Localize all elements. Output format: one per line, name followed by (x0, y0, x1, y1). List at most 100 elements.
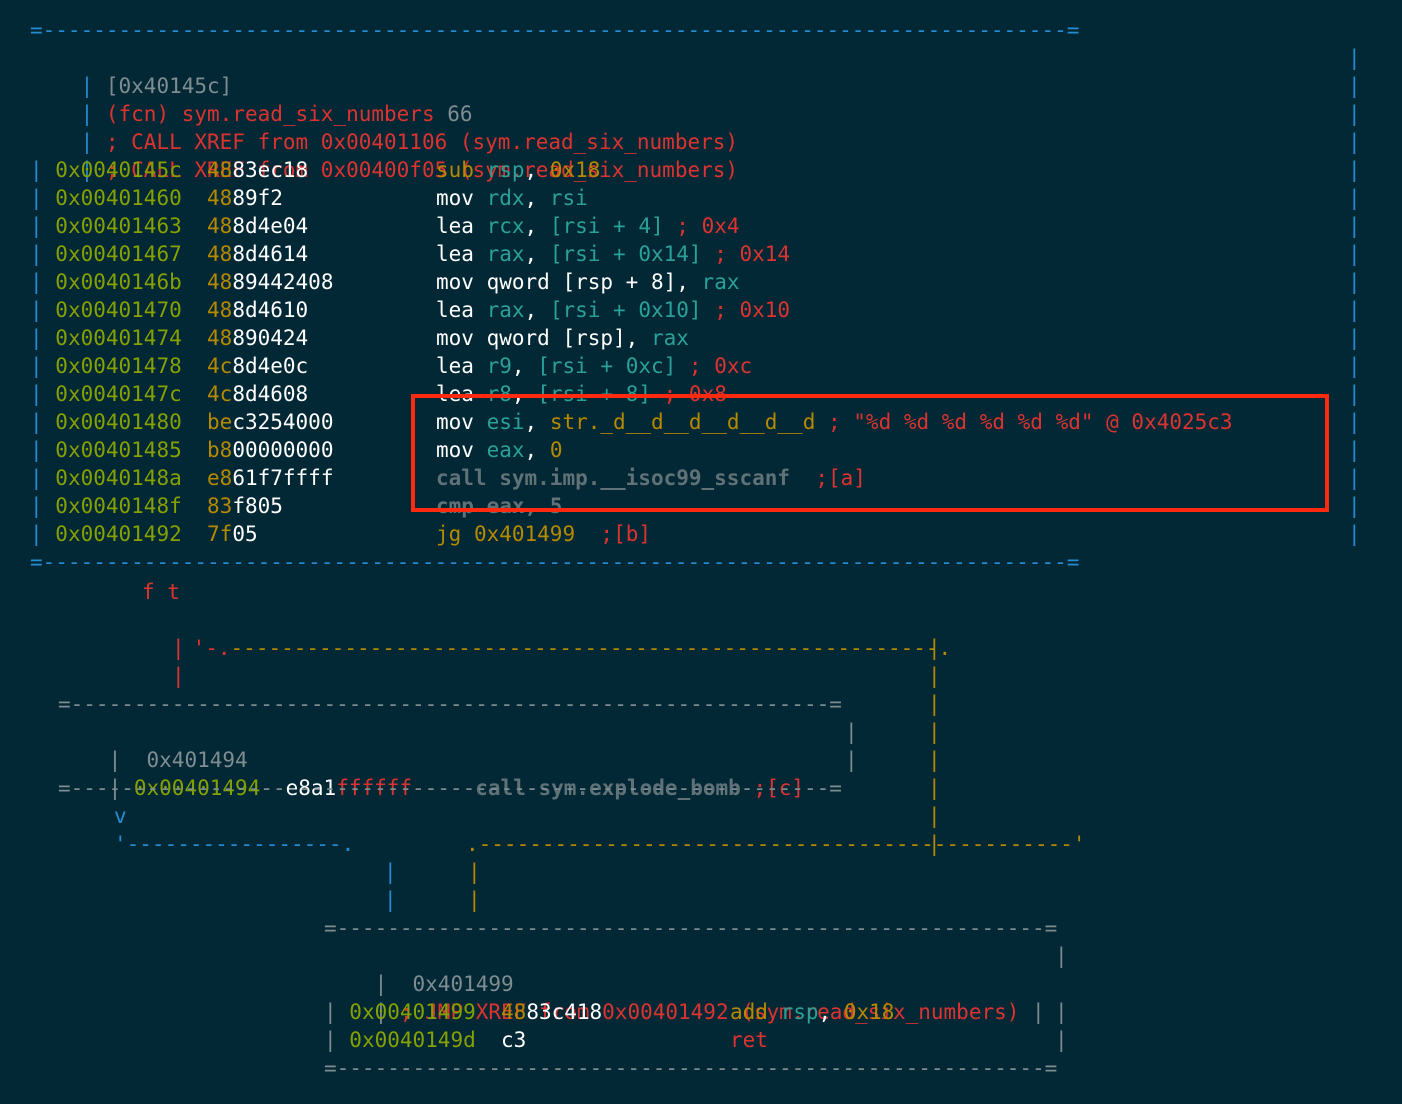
jump-hint[interactable]: ;[c] (753, 776, 805, 800)
block-right-border: | (1348, 158, 1361, 182)
instruction-address[interactable]: 0x00401485 (55, 438, 182, 462)
instruction-address[interactable]: 0x00401492 (55, 522, 182, 546)
comment[interactable]: ;[a] (815, 466, 866, 490)
mid-block-right-border: | (845, 720, 858, 744)
opcode-bytes: 4c (207, 382, 233, 406)
block-right-border: | (1348, 382, 1361, 406)
opcode-bytes: 48 (207, 326, 233, 350)
operand: rcx (486, 214, 525, 238)
block-right-border: | (1348, 298, 1361, 322)
instruction-address[interactable]: 0x0040149d (349, 1028, 476, 1052)
operand: rdx (486, 186, 525, 210)
block-address[interactable]: 0x401494 (146, 748, 248, 772)
operand: eax (486, 494, 525, 518)
block-right-border: | (1348, 466, 1361, 490)
operand: 0 (549, 438, 563, 462)
fcn-label-row: | (fcn) sym.read_six_numbers 66 (80, 102, 473, 126)
block-right-border: | (1055, 1028, 1068, 1052)
instruction-address[interactable]: 0x0040145c (55, 158, 182, 182)
operand: [rsi + 0x10] (549, 298, 702, 322)
operand: [rsi + 0xc] (537, 354, 677, 378)
block-left-border: | (30, 326, 56, 350)
operand-separator: , (511, 382, 538, 406)
disassembly-text: jg 0x401499 ;[b] (436, 520, 651, 548)
instruction-address[interactable]: 0x00401480 (55, 410, 182, 434)
operand[interactable]: 0x401499 (473, 522, 576, 546)
xref-comment[interactable]: ; CALL XREF from 0x00401106 (sym.read_si… (105, 130, 739, 154)
block-address[interactable]: [0x40145c] (105, 74, 233, 98)
instruction-address[interactable]: 0x00401467 (55, 242, 182, 266)
operand-separator: , (524, 186, 550, 210)
instruction-address[interactable]: 0x0040147c (55, 382, 182, 406)
opcode-bytes: 83 (207, 494, 233, 518)
block-address[interactable]: 0x401499 (412, 972, 514, 996)
disassembly-text: ret (730, 1026, 768, 1054)
xref-comment[interactable]: ; CALL XREF from 0x00400f05 (sym.read_si… (105, 158, 739, 182)
disassembly-text: lea r9, [rsi + 0xc] ; 0xc (436, 352, 752, 380)
operand-separator: , (524, 158, 550, 182)
disassembly-text: mov qword [rsp], rax (436, 324, 689, 352)
instruction-address[interactable]: 0x00401474 (55, 326, 182, 350)
instruction-address[interactable]: 0x00401460 (55, 186, 182, 210)
disassembly-text: mov qword [rsp + 8], rax (436, 268, 739, 296)
block-right-border: | (1348, 214, 1361, 238)
instruction-address[interactable]: 0x00401494 (133, 776, 261, 800)
comment[interactable]: ;[b] (600, 522, 651, 546)
comment: ; 0x4 (676, 214, 740, 238)
operand: 0x18 (843, 1000, 895, 1024)
operand[interactable]: str._d__d__d__d__d__d (549, 410, 816, 434)
bottom-block-header: | 0x401499 (374, 972, 514, 996)
instruction-address[interactable]: 0x00401463 (55, 214, 182, 238)
operand-separator: , (676, 270, 702, 294)
operand: eax (486, 438, 525, 462)
operand[interactable]: sym.imp.__isoc99_sscanf (499, 466, 791, 490)
block-left-border: | (30, 354, 56, 378)
operand-separator: , (524, 298, 550, 322)
block-left-border: | (30, 158, 56, 182)
block-right-border: | (1348, 494, 1361, 518)
call-target[interactable]: sym.explode_bomb (538, 776, 741, 800)
instruction-address[interactable]: 0x00401470 (55, 298, 182, 322)
mnemonic: add (730, 1000, 768, 1024)
block-right-border: | (1348, 522, 1361, 546)
block-left-border: | (30, 298, 56, 322)
operand-separator: , (524, 410, 550, 434)
true-edge-top: '-.-------------------------------------… (192, 636, 952, 660)
instruction-address[interactable]: 0x0040148a (55, 466, 182, 490)
disassembly-text: add rsp, 0x18 (730, 998, 894, 1026)
opcode-bytes: 48 (207, 242, 233, 266)
block-left-border: | (30, 438, 56, 462)
instruction-address[interactable]: 0x0040146b (55, 270, 182, 294)
block-right-border: | (1348, 438, 1361, 462)
disassembly-text: sub rsp, 0x18 (436, 156, 600, 184)
opcode-bytes: 83c418 (526, 1000, 603, 1024)
opcode-bytes: 61f7ffff (232, 466, 334, 490)
operand-separator: , (524, 438, 550, 462)
instruction-address[interactable]: 0x0040148f (55, 494, 182, 518)
xref-comment[interactable]: ; JMP XREF from 0x00401492 (sym.read_six… (399, 1000, 1020, 1024)
mnemonic: call (475, 776, 526, 800)
instruction-row: | 0x0040146b 4889442408 (30, 268, 333, 296)
mid-block-border-top: =---------------------------------------… (58, 692, 842, 716)
instruction-row: | 0x00401460 4889f2 (30, 184, 283, 212)
instruction-row: | 0x00401474 48890424 (30, 324, 308, 352)
opcode-bytes: 4c (207, 354, 233, 378)
opcode-bytes: 48 (207, 158, 233, 182)
instruction-row: | 0x00401499 4883c418 (324, 998, 602, 1026)
instruction-address[interactable]: 0x00401478 (55, 354, 182, 378)
block-right-border: | (1348, 130, 1361, 154)
operand: 5 (549, 494, 563, 518)
edge-pipe: | (468, 860, 481, 884)
opcode-bytes: 7f (207, 522, 233, 546)
operand: rsi (549, 186, 588, 210)
bottom-xref-row: | ; JMP XREF from 0x00401492 (sym.read_s… (374, 1000, 1045, 1024)
opcode-bytes: f805 (232, 494, 283, 518)
opcode-bytes: 8d4614 (232, 242, 309, 266)
opcode-bytes: 48 (207, 270, 233, 294)
xref-row-2: | ; CALL XREF from 0x00400f05 (sym.read_… (80, 158, 739, 182)
top-block-header-row: | [0x40145c] (80, 74, 233, 98)
opcode-bytes: 48 (207, 214, 233, 238)
function-name[interactable]: (fcn) sym.read_six_numbers (105, 102, 435, 126)
opcode-bytes: 8d4e04 (232, 214, 309, 238)
instruction-address[interactable]: 0x00401499 (349, 1000, 476, 1024)
